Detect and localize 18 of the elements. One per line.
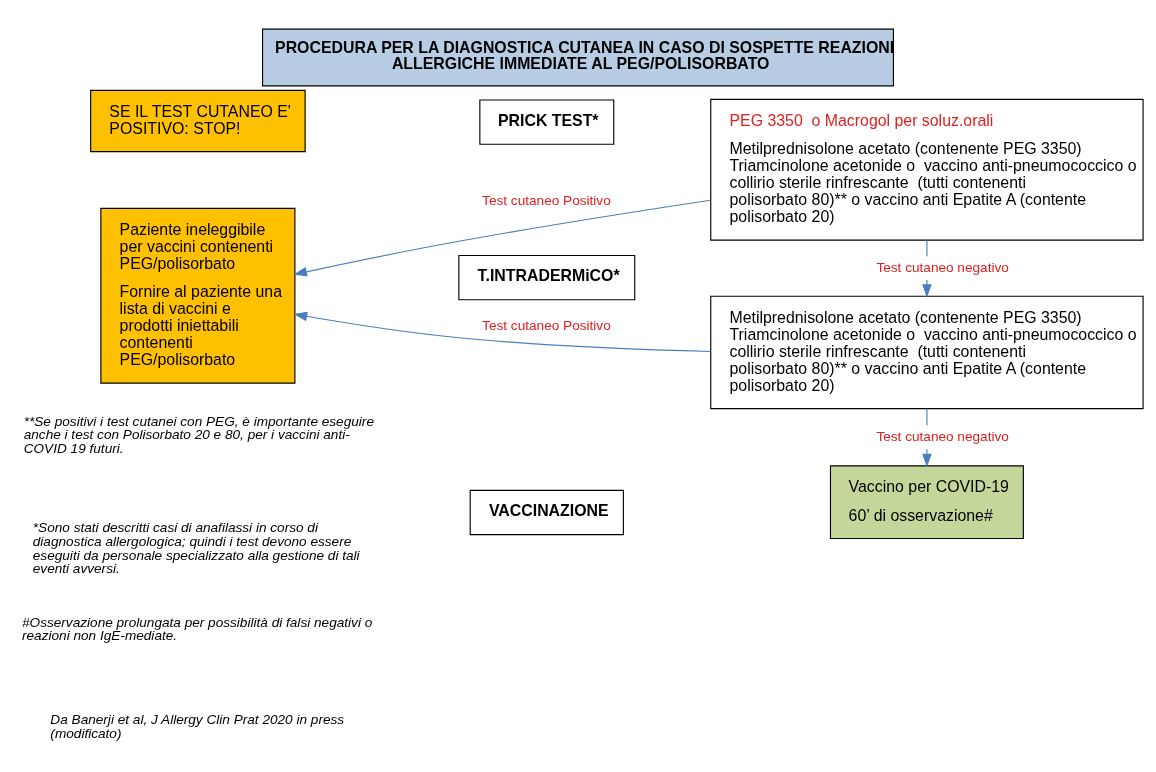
node-box: VACCINAZIONE	[469, 489, 624, 535]
diagram-title: PROCEDURA PER LA DIAGNOSTICA CUTANEA IN CASO DI SOSPETTE REAZIONI ALLERGICHE IMMEDIATE AL PEG/POLISORBATO	[275, 38, 895, 72]
node-box: PRICK TEST*	[479, 98, 615, 145]
label: *Sono stati descritti casi di anafilassi in corso di diagnostica allergologica; quindi i test devono essere eseguiti da personale specializzato alla gestione di tali eventi avversi.	[32, 519, 360, 576]
node-box: Vaccino per COVID-19 60’ di osservazione#	[829, 464, 1024, 539]
node-box: PEG 3350 o Macrogol per soluz.orali Metilprednisolone acetato (contenente PEG 3350) Triamcinolone acetonide o vaccino anti-pneumococcico o collirio sterile rinfrescante (tutti contenenti polisorbato 80)** o vaccino anti Epatite A (contente polisorbato 20)	[710, 98, 1144, 241]
arrow	[293, 199, 712, 276]
label: **Se positivi i test cutanei con PEG, è importante eseguire anche i test con Polisorbato 20 e 80, per i vaccini anti-COVID 19 futuri.	[23, 413, 374, 456]
node-box: Metilprednisolone acetato (contenente PEG 3350) Triamcinolone acetonide o vaccino anti-pneumococcico o collirio sterile rinfrescante (tutti contenenti polisorbato 80)** o vaccino anti Epatite A (contente polisorbato 20)	[710, 295, 1144, 409]
label: #Osservazione prolungata per possibilità di falsi negativi o reazioni non IgE-mediate.	[22, 614, 373, 643]
edge-label: Test cutaneo negativo	[876, 259, 1009, 275]
label: Da Banerji et al, J Allergy Clin Prat 2020 in press (modificato)	[50, 711, 345, 741]
node-box: T.INTRADERMiCO*	[458, 254, 636, 300]
edge-label: Test cutaneo negativo	[876, 428, 1009, 444]
edge-label: Test cutaneo Positivo	[482, 192, 611, 208]
node-box: SE IL TEST CUTANEO E' POSITIVO: STOP!	[90, 89, 306, 152]
node-box: Paziente ineleggibile per vaccini contenenti PEG/polisorbato Fornire al paziente una lista di vaccini e prodotti iniettabili contenenti PEG/polisorbato	[100, 207, 296, 384]
edge-label: Test cutaneo Positivo	[482, 317, 611, 333]
